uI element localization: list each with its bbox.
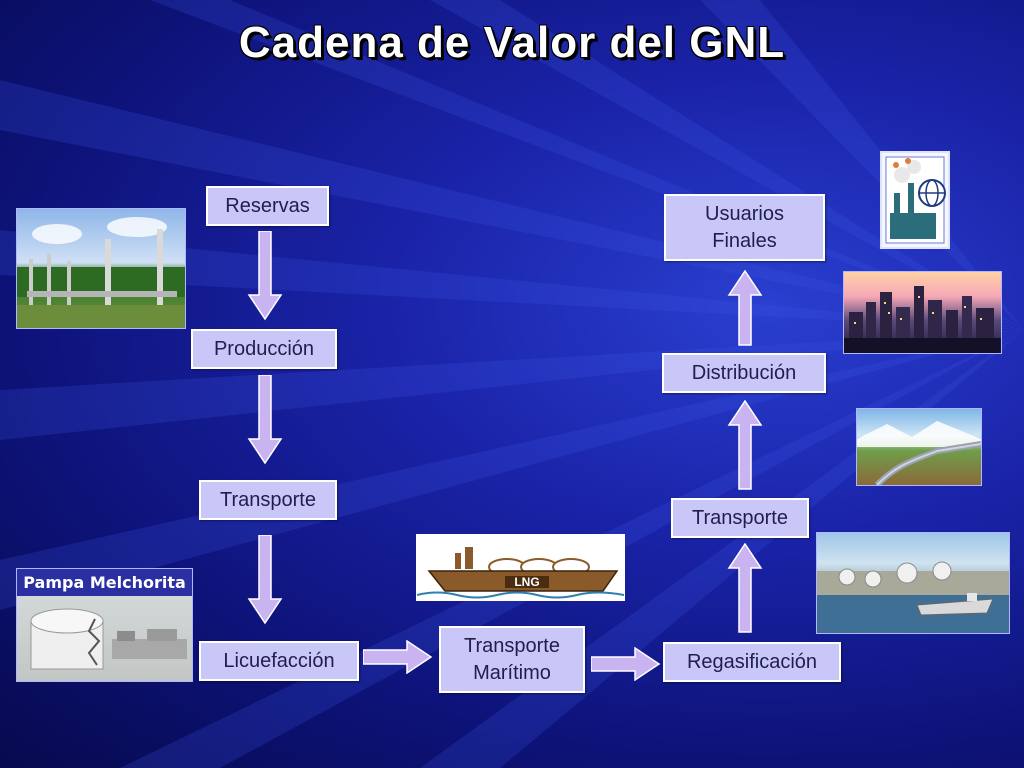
- transporte-maritimo-label-2: Marítimo: [473, 661, 551, 684]
- arrow-up-2: [727, 400, 763, 490]
- distribucion-box: Distribución: [662, 353, 826, 393]
- skyline-icon: [844, 286, 1001, 353]
- page-title: Cadena de Valor del GNL: [238, 18, 786, 67]
- arrow-down-3: [247, 535, 283, 625]
- transporte-right-box: Transporte: [671, 498, 809, 538]
- arrow-right-2: [591, 647, 661, 681]
- reservas-label: Reservas: [225, 194, 310, 217]
- produccion-box: Producción: [191, 329, 337, 369]
- pampa-melchorita-label: Pampa Melchorita: [17, 569, 192, 596]
- usuarios-finales-box: Usuarios Finales: [664, 194, 825, 261]
- pipeline-image: [856, 408, 982, 486]
- ship-icon: [417, 547, 624, 599]
- gas-plant-icon: [17, 217, 185, 328]
- transporte-maritimo-box: Transporte Marítimo: [439, 626, 585, 693]
- usuarios-label-1: Usuarios: [705, 202, 784, 225]
- usuarios-label-2: Finales: [712, 229, 777, 252]
- arrow-up-3: [727, 270, 763, 346]
- regas-terminal-image: [816, 532, 1010, 634]
- arrow-down-1: [247, 231, 283, 321]
- lng-tank-icon: [30, 608, 187, 670]
- transporte-left-label: Transporte: [220, 488, 316, 511]
- licuefaccion-label: Licuefacción: [223, 649, 335, 672]
- arrow-down-2: [247, 375, 283, 465]
- transporte-maritimo-label-1: Transporte: [464, 634, 560, 657]
- distribucion-label: Distribución: [691, 361, 797, 384]
- transporte-right-label: Transporte: [692, 506, 788, 529]
- pipeline-icon: [857, 421, 981, 485]
- industry-icon-image: [880, 151, 950, 249]
- produccion-label: Producción: [213, 337, 315, 360]
- pampa-melchorita-image: Pampa Melchorita: [16, 568, 193, 682]
- regasificacion-box: Regasificación: [663, 642, 841, 682]
- gas-plant-image: [16, 208, 186, 329]
- arrow-right-1: [363, 640, 433, 674]
- city-skyline-image: [843, 271, 1002, 354]
- factory-globe-icon: [885, 156, 946, 244]
- arrow-up-1: [727, 543, 763, 633]
- reservas-box: Reservas: [206, 186, 329, 226]
- licuefaccion-box: Licuefacción: [199, 641, 359, 681]
- transporte-left-box: Transporte: [199, 480, 337, 520]
- lng-ship-image: LNG: [416, 534, 625, 601]
- terminal-icon: [817, 561, 1009, 633]
- ship-lng-label: LNG: [514, 575, 540, 589]
- regasificacion-label: Regasificación: [686, 650, 818, 673]
